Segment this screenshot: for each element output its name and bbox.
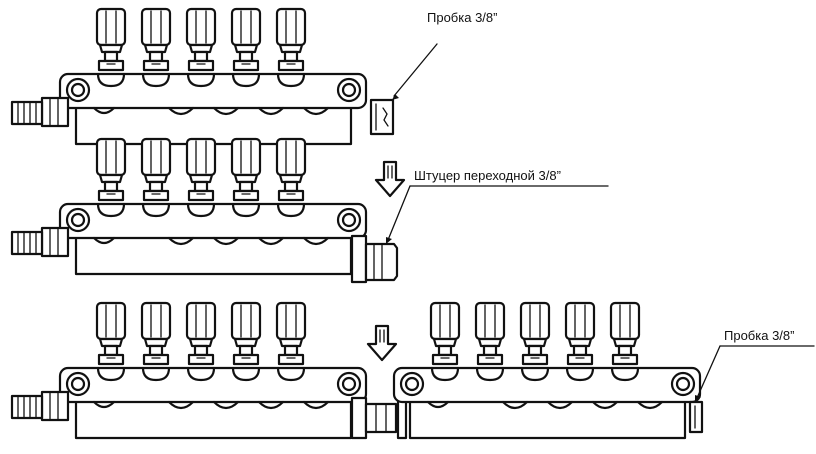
- manifold-row-3-right: [392, 301, 702, 440]
- down-arrow-icon: [374, 160, 406, 198]
- adapter-fitting-joint: [350, 396, 398, 440]
- manifold-row-2: [12, 139, 366, 274]
- label-adapter: Штуцер переходной 3/8”: [414, 168, 561, 183]
- callout-leader-plug-right: [696, 345, 721, 399]
- manifold-row-3-left: [12, 303, 366, 438]
- callout-leader-adapter: [387, 185, 411, 241]
- callout-arrowhead-plug-right: [695, 395, 701, 402]
- label-plug-top: Пробка 3/8”: [427, 10, 497, 25]
- callout-arrowhead-adapter: [386, 237, 392, 244]
- plug-3-8-installed: [688, 400, 704, 434]
- callout-leader-plug-top: [393, 43, 438, 97]
- manifold-row-1: [12, 9, 366, 144]
- adapter-fitting-part: [350, 234, 399, 284]
- down-arrow-icon: [366, 324, 398, 362]
- callout-arrowhead-plug-top: [392, 94, 399, 100]
- label-plug-right: Пробка 3/8”: [724, 328, 794, 343]
- plug-3-8-part: [369, 98, 395, 136]
